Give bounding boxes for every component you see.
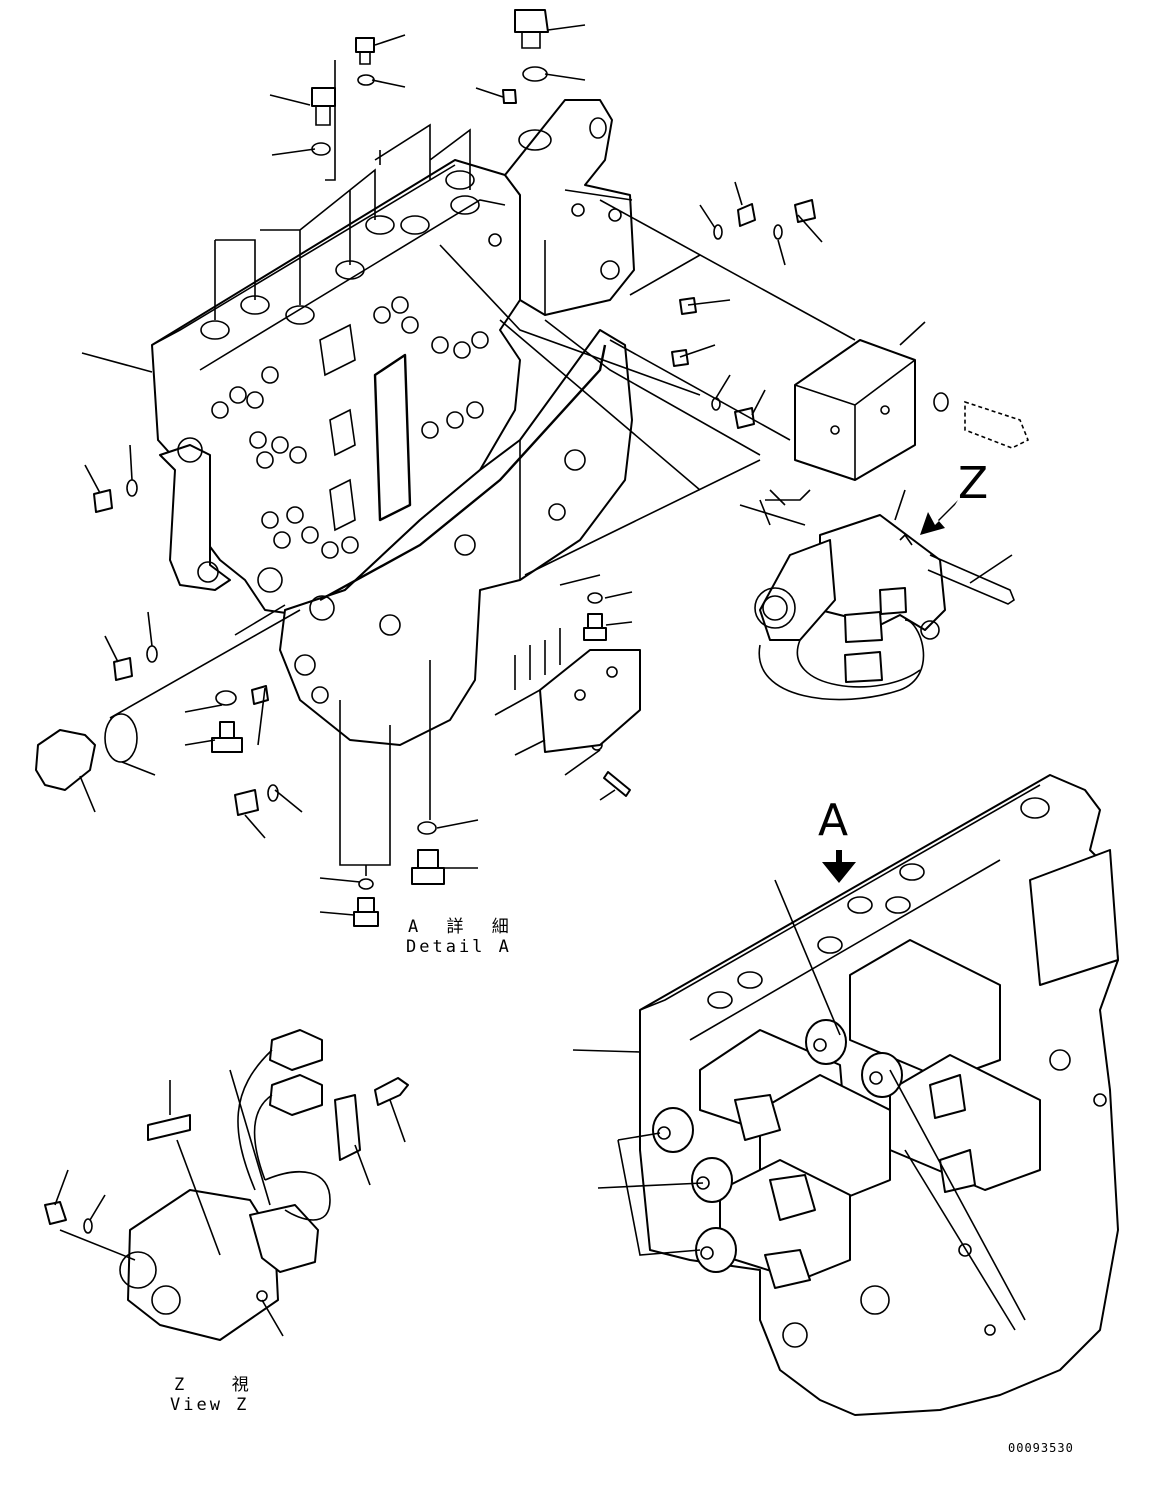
detail-a-caption-en: Detail A [406,937,512,957]
solenoid-cartridges [652,939,1041,1289]
drawing-number: 00093530 [1008,1441,1074,1455]
arrow-down-icon [822,850,856,883]
detail-a-letter: A [818,795,849,846]
side-ports [177,203,622,704]
view-z-caption-jp: Z 視 [174,1375,258,1395]
view-z-caption-en: View Z [170,1395,250,1415]
detail-a-assembly [639,774,1119,1416]
fittings [35,9,816,927]
detail-a-caption-jp: A 詳 細 [408,917,518,937]
arrow-down-left-icon [920,500,958,535]
view-z-detail [44,1029,409,1341]
leader-lines [54,24,1026,1337]
solenoid-block [794,339,1030,481]
view-z-assembly [754,514,1015,701]
view-z-letter: Z [958,458,989,509]
main-valve-assembly [151,99,635,746]
